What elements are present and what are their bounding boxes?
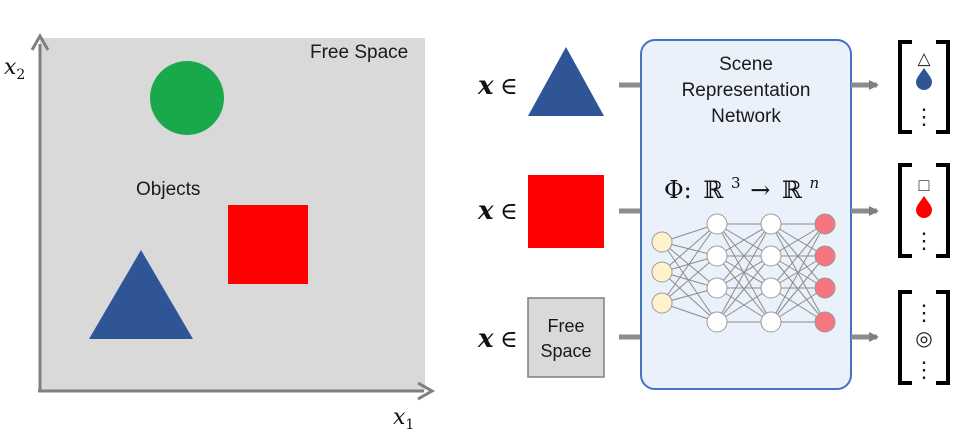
network-mapping: Φ: ℝ 3 → ℝ n xyxy=(664,166,819,204)
network-title-line3: Network xyxy=(711,106,781,127)
objects-label: Objects xyxy=(136,179,200,200)
output-vector-2-left-bracket xyxy=(898,163,912,258)
network-title-line2: Representation xyxy=(682,80,811,101)
hidden2-node xyxy=(760,277,782,299)
network-edge xyxy=(770,287,826,323)
output-vector-3-left-bracket xyxy=(898,290,912,385)
output-vector-1-dots: ⋮ xyxy=(913,104,935,129)
hidden2-node xyxy=(760,213,782,235)
input-free-space-line1: Free xyxy=(547,316,584,336)
network-edge xyxy=(716,223,772,289)
y-axis-label: x2 xyxy=(4,55,25,83)
input-free-space-element-of: ∈ xyxy=(500,325,518,353)
input-red-square xyxy=(528,175,604,248)
output-vector-2-square-symbol: □ xyxy=(919,175,930,195)
free-space-label: Free Space xyxy=(310,42,408,63)
network-edge xyxy=(661,255,718,304)
output-node xyxy=(814,311,836,333)
network-edge xyxy=(661,223,718,304)
x-axis-arrow-icon xyxy=(417,381,436,401)
red-drop-icon xyxy=(916,196,932,218)
hidden1-node xyxy=(706,311,728,333)
output-vector-3: ⋮ ◎ ⋮ xyxy=(898,290,950,385)
input-triangle-x: x xyxy=(477,71,494,101)
green-circle-object xyxy=(150,61,224,135)
network-edge xyxy=(661,223,718,273)
input-free-space-x: x xyxy=(477,324,494,354)
neural-network-graphic xyxy=(651,213,836,333)
input-free-space-line2: Space xyxy=(540,341,591,361)
input-node xyxy=(651,231,673,253)
network-edge xyxy=(770,223,826,289)
network-edge xyxy=(661,271,718,323)
red-square-object xyxy=(228,205,308,284)
input-triangle-element-of: ∈ xyxy=(500,72,518,100)
output-vector-1: △ ⋮ xyxy=(898,40,950,134)
blue-triangle-object xyxy=(89,250,193,339)
output-vector-2-right-bracket xyxy=(936,163,950,258)
input-node xyxy=(651,292,673,314)
output-node xyxy=(814,245,836,267)
output-vector-3-ring-symbol: ◎ xyxy=(915,328,932,350)
output-vector-1-right-bracket xyxy=(936,40,950,134)
hidden1-node xyxy=(706,277,728,299)
input-blue-triangle xyxy=(528,47,604,116)
blue-drop-icon xyxy=(916,68,932,90)
output-vector-3-dots-bottom: ⋮ xyxy=(913,357,935,382)
hidden2-node xyxy=(760,245,782,267)
network-edge xyxy=(716,223,772,323)
output-vector-1-left-bracket xyxy=(898,40,912,134)
hidden1-node xyxy=(706,245,728,267)
output-vector-2-dots: ⋮ xyxy=(913,228,935,253)
input-free-space-box xyxy=(527,297,605,378)
network-edge xyxy=(716,287,772,323)
network-edge xyxy=(770,223,826,323)
output-node xyxy=(814,277,836,299)
hidden2-node xyxy=(760,311,782,333)
network-title-line1: Scene xyxy=(719,54,773,75)
output-vector-3-right-bracket xyxy=(936,290,950,385)
network-edge xyxy=(661,241,718,289)
output-vector-1-triangle-symbol: △ xyxy=(917,49,931,68)
x-axis-label: x1 xyxy=(393,405,414,433)
network-edge xyxy=(661,241,718,323)
output-vector-3-dots-top: ⋮ xyxy=(913,300,935,325)
hidden1-node xyxy=(706,213,728,235)
input-square-x: x xyxy=(477,196,494,226)
output-node xyxy=(814,213,836,235)
output-vector-2: □ ⋮ xyxy=(898,163,950,258)
network-box xyxy=(640,39,852,390)
network-edge xyxy=(770,255,826,323)
y-axis-arrow-icon xyxy=(30,32,50,51)
network-edge xyxy=(716,255,772,323)
input-square-element-of: ∈ xyxy=(500,197,518,225)
input-node xyxy=(651,261,673,283)
